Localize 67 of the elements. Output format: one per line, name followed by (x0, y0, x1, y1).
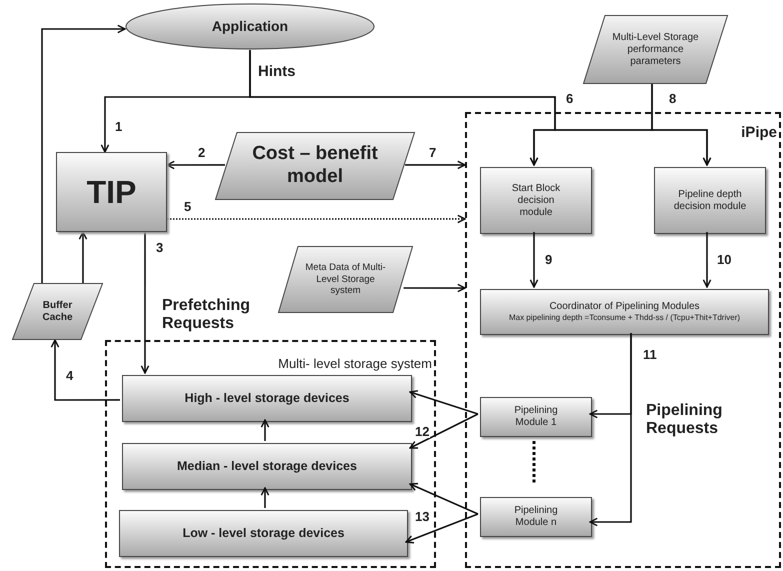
edge-label: 12 (414, 425, 430, 438)
node-label: Coordinator of Pipelining Modules (549, 301, 700, 314)
node-label: Application (212, 18, 288, 35)
edge-label: 11 (642, 348, 658, 361)
storage-box (119, 510, 408, 557)
arrow (405, 513, 478, 544)
edge-label: 4 (65, 369, 74, 382)
arrow (530, 232, 538, 288)
arrow (50, 339, 120, 401)
arrow (404, 284, 466, 292)
arrow (140, 232, 150, 374)
edge-label: 5 (183, 200, 192, 213)
container-title: Multi- level storage system (277, 356, 432, 372)
node-label: Pipeline depth decision module (672, 188, 748, 212)
container-title: iPipe (740, 124, 777, 142)
storage-box (122, 443, 412, 490)
storage-box (122, 375, 412, 422)
annotation-text: Prefetching Requests (162, 297, 252, 334)
data-parallelogram (12, 283, 103, 340)
node-label: Buffer Cache (41, 300, 74, 324)
arrow (260, 487, 270, 508)
edge-label: 2 (197, 146, 206, 159)
arrow (702, 232, 712, 288)
node-label: Multi-Level Storage performance parameters (611, 32, 700, 68)
application-ellipse (125, 3, 375, 50)
formula-text: Max pipelining depth =Tconsume + Thdd-ss / (Tcpu+Thit+Tdriver) (508, 313, 740, 323)
dashed-container (465, 112, 781, 568)
edge-label: 10 (716, 253, 732, 266)
node-label: TIP (86, 172, 136, 212)
arrow (78, 231, 88, 283)
edge-label: 3 (155, 241, 164, 254)
edge-label: 6 (565, 92, 574, 105)
node-label: Pipelining Module 1 (513, 405, 559, 429)
annotation-text: Pipelining Requests (646, 402, 724, 439)
node-label: Low - level storage devices (182, 526, 344, 541)
data-parallelogram (278, 246, 413, 313)
node-label: Cost – benefit model (251, 143, 379, 189)
arrow (260, 419, 270, 441)
process-box (654, 167, 766, 234)
edge-label: 13 (414, 510, 430, 523)
node-label: Pipelining Module n (513, 505, 559, 529)
process-box (480, 397, 592, 437)
annotation-text: Hints (258, 63, 296, 80)
process-box (480, 289, 769, 335)
arrow (409, 482, 478, 515)
arrow (166, 160, 225, 170)
arrow (405, 160, 466, 170)
arrow (409, 413, 478, 449)
arrow (167, 214, 466, 224)
process-box (56, 152, 167, 232)
process-box (480, 497, 592, 537)
data-parallelogram (215, 132, 415, 200)
dashed-container (105, 340, 436, 568)
node-label: Start Block decision module (510, 182, 562, 218)
process-box (480, 167, 592, 234)
arrow (409, 390, 478, 415)
data-parallelogram (583, 15, 728, 84)
edge-label: 8 (668, 92, 678, 105)
node-label: Meta Data of Multi-Level Storage system (304, 262, 386, 297)
node-label: High - level storage devices (184, 391, 350, 406)
node-label: Median - level storage devices (177, 459, 357, 474)
edge-label: 9 (544, 253, 554, 266)
edge-label: 1 (114, 120, 124, 133)
arrow (589, 333, 632, 526)
arrow (41, 24, 126, 283)
edge-label: 7 (428, 146, 438, 159)
arrow (651, 84, 712, 166)
